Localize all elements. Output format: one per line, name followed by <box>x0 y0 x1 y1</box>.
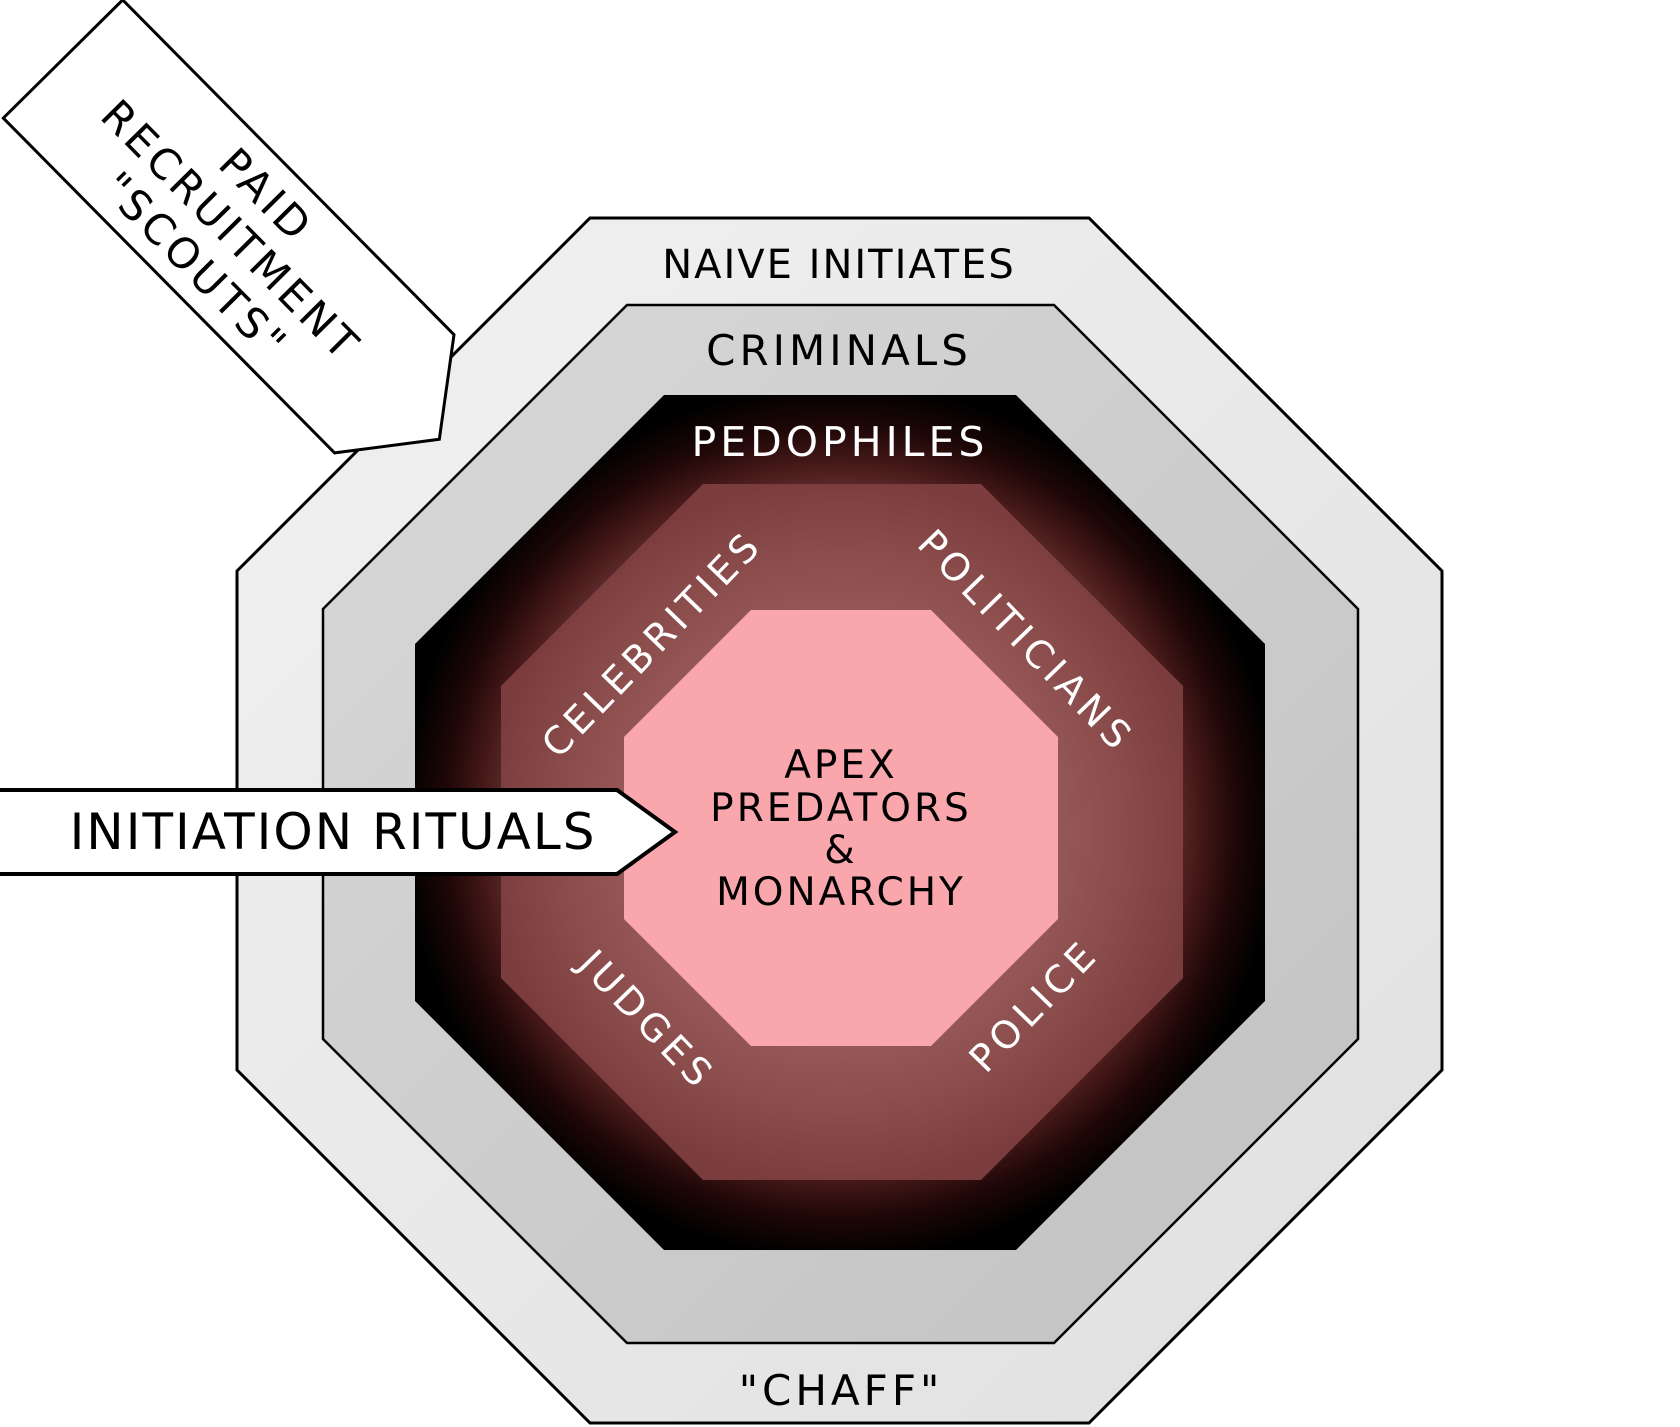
ring-label-naive-initiates: NAIVE INITIATES <box>662 242 1016 288</box>
center-label-line-1: APEX <box>784 743 898 788</box>
recruitment-arrow-shape <box>1 0 456 455</box>
octagon-center-apex <box>624 610 1058 1046</box>
recruitment-arrow-banner: PAID RECRUITMENT "SCOUTS" <box>1 0 456 455</box>
ring-label-pedophiles: PEDOPHILES <box>692 418 989 466</box>
initiation-arrow-shape <box>0 788 679 876</box>
ring-label-criminals: CRIMINALS <box>706 326 972 375</box>
initiation-arrow-banner: INITIATION RITUALS <box>0 788 679 876</box>
center-label-line-2: PREDATORS <box>710 786 972 831</box>
initiation-arrow-label: INITIATION RITUALS <box>70 803 597 861</box>
center-label-apex-predators: APEX PREDATORS & MONARCHY <box>710 743 972 915</box>
ring-label-chaff: "CHAFF" <box>739 1366 944 1415</box>
center-label-line-3: & <box>824 828 857 873</box>
center-label-line-4: MONARCHY <box>716 870 966 915</box>
